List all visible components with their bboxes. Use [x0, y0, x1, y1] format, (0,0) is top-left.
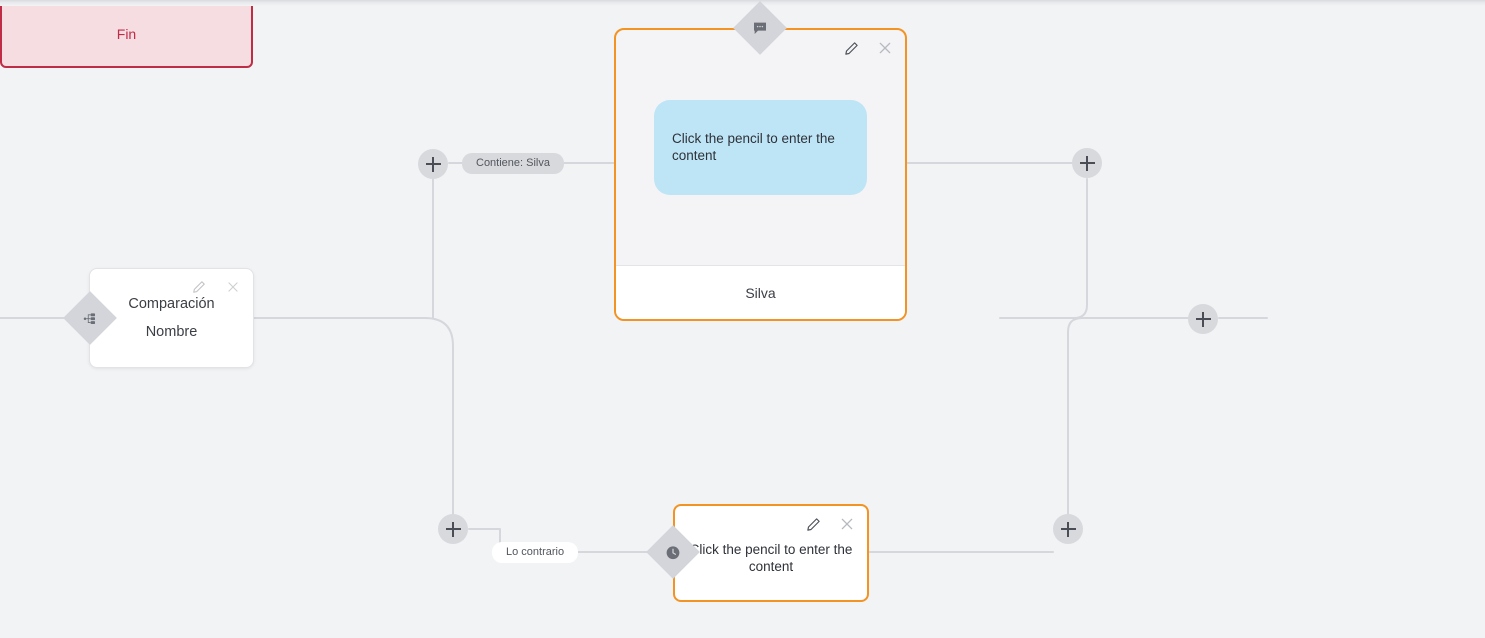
- pencil-icon[interactable]: [843, 40, 859, 56]
- node-message-badge[interactable]: [733, 1, 787, 55]
- add-node-button-before-end[interactable]: [1188, 304, 1218, 334]
- node-delay-text: Click the pencil to enter the content: [689, 542, 853, 574]
- node-delay-actions: [805, 516, 855, 532]
- add-node-button-branch-true[interactable]: [418, 149, 448, 179]
- edge-branch-false-down: [424, 317, 454, 515]
- node-comparison-badge[interactable]: [63, 291, 117, 345]
- node-comparison-actions: [191, 279, 241, 295]
- node-delay-card[interactable]: Click the pencil to enter the content: [673, 504, 869, 602]
- add-node-button-after-delay[interactable]: [1053, 514, 1083, 544]
- pencil-icon[interactable]: [191, 279, 207, 295]
- add-node-button-branch-false[interactable]: [438, 514, 468, 544]
- message-bubble[interactable]: Click the pencil to enter the content: [654, 100, 867, 195]
- edge-label-lo-contrario[interactable]: Lo contrario: [492, 542, 579, 563]
- node-message-body: Click the pencil to enter the content: [616, 30, 905, 265]
- pencil-icon[interactable]: [805, 516, 821, 532]
- edge-false-merge-up: [1067, 317, 1189, 515]
- node-comparison-title: Comparación: [128, 295, 215, 312]
- node-end[interactable]: Fin: [0, 0, 253, 68]
- edge-true-merge-down: [999, 178, 1088, 319]
- clock-icon: [665, 544, 682, 561]
- node-comparison-subtitle: Nombre: [145, 324, 198, 340]
- node-message-card[interactable]: Click the pencil to enter the content Si…: [614, 28, 907, 321]
- branch-icon: [83, 311, 98, 326]
- close-icon[interactable]: [839, 516, 855, 532]
- add-node-button-after-message[interactable]: [1072, 148, 1102, 178]
- close-icon[interactable]: [225, 279, 241, 295]
- toolbar-shadow-strip: [0, 0, 1485, 6]
- edge-label-contiene[interactable]: Contiene: Silva: [462, 153, 564, 174]
- message-bubble-icon: [752, 20, 768, 36]
- close-icon[interactable]: [877, 40, 893, 56]
- node-message-footer: Silva: [616, 265, 905, 319]
- node-message-actions: [843, 40, 893, 56]
